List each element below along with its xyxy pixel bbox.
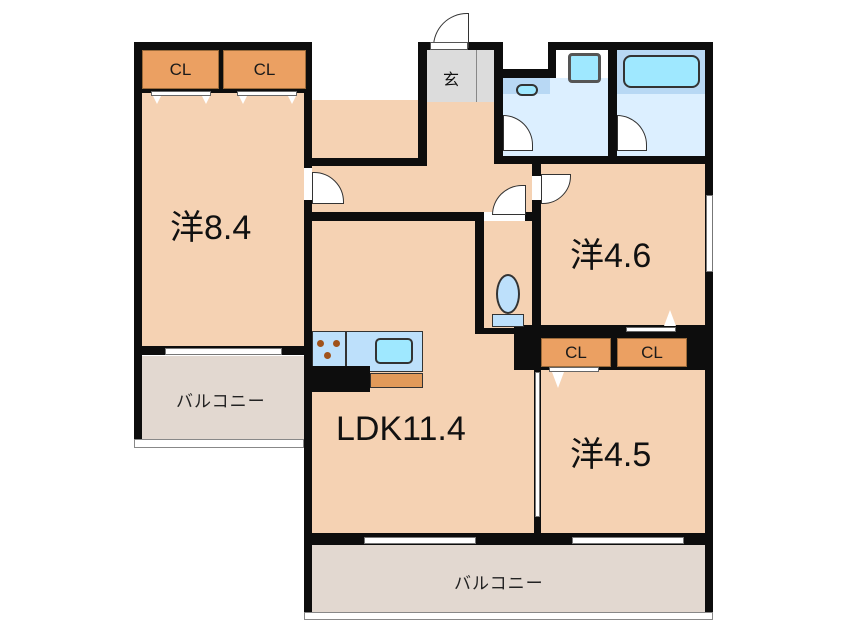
burner-icon <box>333 340 340 347</box>
sliding-door-ldk-western-4-5[interactable] <box>535 372 540 517</box>
wall <box>217 42 223 92</box>
wall <box>134 42 312 50</box>
label-western-8-4: 洋8.4 <box>170 209 252 247</box>
wall <box>468 42 502 50</box>
closet-label: CL <box>641 342 663 362</box>
wall <box>494 69 554 78</box>
wall <box>418 42 430 50</box>
window-western-4-5 <box>572 537 684 544</box>
wall <box>532 200 541 334</box>
closet-door-marker-icon <box>239 96 247 104</box>
wall <box>494 156 713 164</box>
kitchen-wall-block <box>304 366 370 392</box>
wall <box>475 328 541 334</box>
room-western-8-4 <box>141 92 304 346</box>
entrance-floor <box>427 50 495 102</box>
wall <box>548 42 556 78</box>
closet-door[interactable] <box>549 367 599 372</box>
room-western-4-5 <box>541 370 705 533</box>
room-western-4-6 <box>541 164 705 325</box>
kitchen-sink-icon <box>375 338 413 364</box>
closet-door-marker-icon <box>664 310 676 326</box>
closet-door[interactable] <box>237 91 297 96</box>
balcony-bottom-rail <box>304 612 713 620</box>
entrance-step-line <box>476 50 477 102</box>
wall <box>304 158 424 166</box>
toilet-tank-icon <box>492 314 524 327</box>
burner-icon <box>324 352 331 359</box>
entrance-door-sill <box>430 42 468 50</box>
label-western-4-5: 洋4.5 <box>570 436 652 474</box>
label-balcony-left: バルコニー <box>176 392 266 411</box>
closet-door-marker-icon <box>153 96 161 104</box>
wall <box>134 42 142 448</box>
wall <box>494 42 503 164</box>
toilet-bowl-icon <box>496 274 520 314</box>
closet-4: CL <box>617 338 687 367</box>
kitchen-stove <box>312 331 346 372</box>
closet-1: CL <box>142 50 219 89</box>
washing-machine-icon <box>568 53 601 83</box>
bathtub-icon <box>623 55 700 88</box>
label-balcony-bottom: バルコニー <box>454 574 544 593</box>
label-western-4-6: 洋4.6 <box>570 237 652 275</box>
wall <box>304 370 312 612</box>
closet-door[interactable] <box>626 327 676 332</box>
burner-icon <box>317 340 324 347</box>
balcony-bottom <box>312 545 705 614</box>
closet-2: CL <box>223 50 306 89</box>
wall <box>134 87 312 93</box>
kitchen-cabinet <box>370 373 423 388</box>
closet-door-marker-icon <box>202 96 210 104</box>
balcony-left-rail <box>134 439 304 448</box>
closet-door-marker-icon <box>552 372 564 388</box>
wall <box>304 42 312 168</box>
wall <box>418 42 427 166</box>
wall <box>608 42 617 162</box>
window-western-8-4 <box>165 348 282 355</box>
closet-door[interactable] <box>151 91 211 96</box>
closet-3: CL <box>541 338 611 367</box>
window-western-4-6 <box>706 195 713 272</box>
closet-label: CL <box>565 342 587 362</box>
closet-door-marker-icon <box>288 96 296 104</box>
wall <box>304 212 484 221</box>
window-ldk <box>364 537 476 544</box>
balcony-left <box>141 356 304 439</box>
wall <box>548 42 713 50</box>
wall <box>532 156 541 176</box>
label-ldk: LDK11.4 <box>336 410 466 448</box>
closet-label: CL <box>169 59 192 79</box>
washbasin-icon <box>516 84 538 96</box>
label-entrance: 玄 <box>443 72 460 89</box>
closet-label: CL <box>253 59 276 79</box>
wall <box>475 212 484 334</box>
